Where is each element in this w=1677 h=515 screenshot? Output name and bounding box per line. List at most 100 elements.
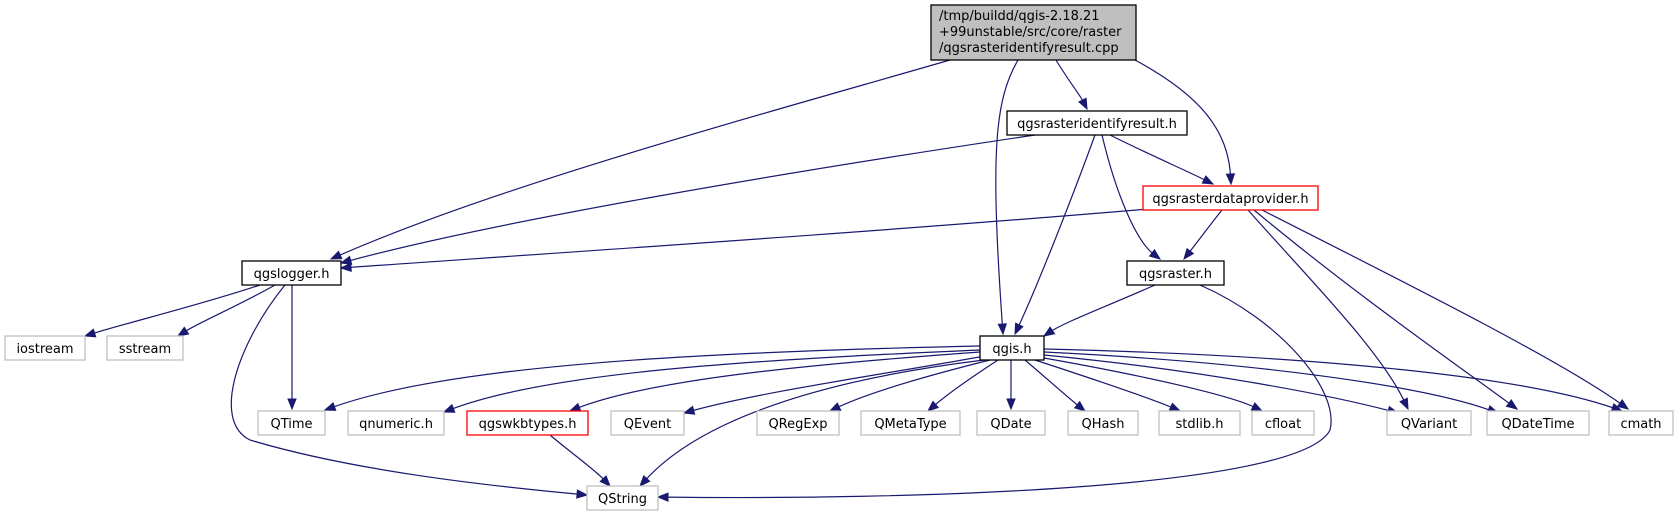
node-box (610, 410, 685, 436)
arrowhead-icon (828, 402, 842, 412)
node-QMetaType: QMetaType (860, 410, 961, 436)
node-box (1067, 410, 1139, 436)
arrowhead-icon (339, 255, 353, 265)
edge-root-to-qgis_h (995, 59, 1019, 336)
edge-logger_h-to-iostream (83, 284, 261, 338)
node-iostream: iostream (4, 335, 86, 361)
edge-qgis_h-to-QDate (1006, 359, 1016, 411)
edge-qgis_h-to-cmath (1043, 348, 1624, 412)
node-label: QString (598, 492, 647, 507)
edge-line (1247, 209, 1406, 403)
edge-line (1101, 134, 1154, 255)
edge-line (1034, 359, 1173, 409)
edge-line (1055, 59, 1084, 103)
node-identifyresult_h[interactable]: qgsrasteridentifyresult.h (1006, 110, 1188, 136)
node-QDateTime: QDateTime (1486, 410, 1590, 436)
arrowhead-icon (1042, 326, 1056, 337)
edge-dataprovider_h-to-cmath (1261, 209, 1630, 410)
arrowhead-icon (1399, 397, 1409, 411)
node-label: QTime (270, 417, 312, 432)
edge-qgis_h-to-qnumeric_h (442, 349, 981, 413)
edge-line (184, 284, 276, 333)
edge-identifyresult_h-to-logger_h (339, 134, 1036, 265)
arrowhead-icon (442, 403, 456, 413)
node-label: qgsrasteridentifyresult.h (1017, 117, 1177, 132)
arrowhead-icon (287, 398, 297, 411)
node-raster_h[interactable]: qgsraster.h (1126, 260, 1225, 286)
edge-line (644, 359, 985, 481)
node-dataprovider_h[interactable]: qgsrasterdataprovider.h (1142, 185, 1319, 211)
edge-qgis_h-to-QTime (323, 345, 981, 411)
node-wkbtypes_h[interactable]: qgswkbtypes.h (466, 410, 589, 436)
edge-line (1043, 357, 1256, 408)
arrowhead-icon (639, 475, 651, 487)
edge-line (348, 208, 1149, 269)
edge-qgis_h-to-QDateTime (1043, 351, 1500, 414)
edge-qgis_h-to-QEvent (682, 355, 986, 415)
node-sstream: sstream (106, 335, 184, 361)
arrowhead-icon (1225, 173, 1236, 186)
arrowhead-icon (1006, 398, 1016, 411)
edge-line (1109, 134, 1207, 181)
edge-line (92, 284, 261, 335)
edge-root-to-identifyresult_h (1055, 59, 1088, 111)
edge-line (1134, 59, 1232, 177)
node-label: qgsrasterdataprovider.h (1152, 192, 1308, 207)
node-logger_h[interactable]: qgslogger.h (241, 260, 342, 286)
edge-qgis_h-to-QString (639, 359, 985, 487)
node-QDate: QDate (976, 410, 1046, 436)
arrowhead-icon (926, 400, 940, 412)
edge-line (1050, 284, 1156, 333)
node-label-line: +99unstable/src/core/raster (939, 25, 1122, 40)
edge-identifyresult_h-to-raster_h (1101, 134, 1162, 260)
node-cmath: cmath (1608, 410, 1674, 436)
node-box (4, 335, 86, 361)
edge-dataprovider_h-to-logger_h (339, 208, 1149, 272)
edge-line (348, 134, 1036, 262)
node-box (860, 410, 961, 436)
edge-line (691, 355, 986, 412)
arrowhead-icon (1168, 402, 1182, 412)
node-label: QEvent (624, 417, 671, 432)
edge-line (1024, 359, 1080, 407)
edge-qgis_h-to-cfloat (1043, 357, 1264, 412)
edge-line (332, 345, 981, 408)
node-box (1251, 410, 1315, 436)
node-box (976, 410, 1046, 436)
edge-line (549, 434, 605, 481)
edge-line (1188, 209, 1223, 254)
node-label: QHash (1082, 417, 1125, 432)
node-QRegExp: QRegExp (756, 410, 840, 436)
node-qnumeric_h: qnumeric.h (347, 410, 445, 436)
node-label: cfloat (1265, 417, 1301, 432)
node-box (756, 410, 840, 436)
node-label: QVariant (1401, 417, 1457, 432)
node-box (1006, 110, 1188, 136)
node-box (241, 260, 342, 286)
edge-logger_h-to-QString (230, 284, 589, 499)
edge-dataprovider_h-to-QDateTime (1253, 209, 1519, 410)
arrowhead-icon (329, 250, 343, 260)
node-QVariant: QVariant (1386, 410, 1472, 436)
arrowhead-icon (1183, 247, 1195, 261)
node-box (1142, 185, 1319, 211)
nodes-layer: /tmp/buildd/qgis-2.18.21+99unstable/src/… (4, 4, 1674, 511)
edge-line (1043, 354, 1391, 412)
arrowhead-icon (1505, 398, 1519, 410)
edge-raster_h-to-qgis_h (1042, 284, 1156, 337)
node-root[interactable]: /tmp/buildd/qgis-2.18.21+99unstable/src/… (930, 4, 1137, 61)
node-QString: QString (586, 485, 659, 511)
node-box (1608, 410, 1674, 436)
edge-dataprovider_h-to-raster_h (1183, 209, 1223, 261)
edge-qgis_h-to-QRegExp (828, 359, 991, 412)
node-box (586, 485, 659, 511)
node-box (1158, 410, 1241, 436)
node-QTime: QTime (257, 410, 326, 436)
node-label-line: /tmp/buildd/qgis-2.18.21 (939, 9, 1100, 24)
edge-line (451, 349, 981, 410)
node-label: qgswkbtypes.h (479, 417, 577, 432)
edge-line (933, 359, 999, 407)
node-qgis_h[interactable]: qgis.h (979, 335, 1045, 361)
node-box (106, 335, 184, 361)
